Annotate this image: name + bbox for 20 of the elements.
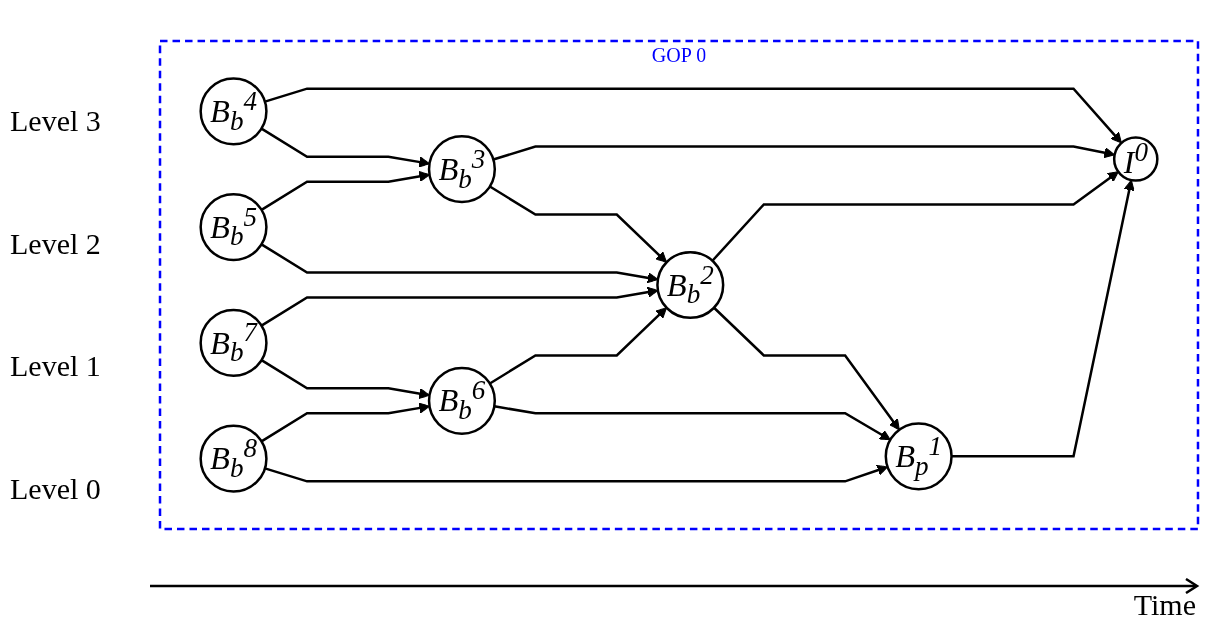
arrow bbox=[489, 185, 668, 263]
level-label: Level 2 bbox=[10, 226, 102, 261]
arrow bbox=[260, 243, 659, 284]
axis-label: Time bbox=[1133, 588, 1196, 622]
level-label: Level 1 bbox=[10, 349, 102, 384]
arrow bbox=[489, 307, 668, 385]
arrow bbox=[260, 171, 430, 211]
arrow bbox=[260, 127, 430, 168]
arrow bbox=[260, 402, 430, 443]
arrow bbox=[713, 306, 900, 431]
level-label: Level 3 bbox=[10, 104, 102, 139]
arrow bbox=[494, 405, 891, 441]
arrow bbox=[264, 87, 1122, 144]
arrow bbox=[951, 179, 1135, 458]
node-circle: I$^{0}$ bbox=[1112, 136, 1159, 182]
arrow bbox=[260, 359, 430, 399]
arrow bbox=[260, 286, 659, 327]
arrow bbox=[264, 464, 889, 483]
level-label: Level 0 bbox=[10, 471, 102, 506]
arrow bbox=[711, 171, 1119, 262]
